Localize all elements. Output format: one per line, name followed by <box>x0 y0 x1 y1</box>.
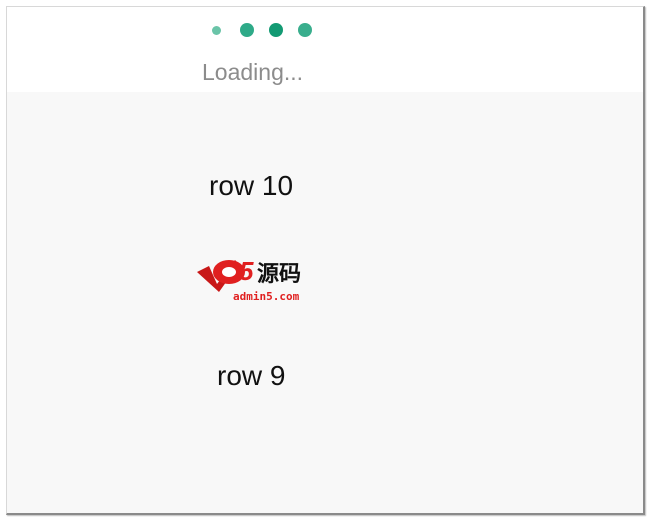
pull-to-refresh-loader: Loading... <box>7 7 643 92</box>
loading-dot-icon <box>240 23 254 37</box>
loading-dot-icon <box>269 23 283 37</box>
loading-dot-icon <box>212 26 221 35</box>
loading-dot-icon <box>298 23 312 37</box>
svg-text:源码: 源码 <box>257 262 301 287</box>
scroll-container[interactable]: Loading... row 10 5 源码 admin5.com row 9 <box>6 6 645 515</box>
loading-indicator <box>207 23 317 37</box>
list-item[interactable]: row 9 <box>217 360 286 391</box>
watermark-logo: 5 源码 admin5.com <box>195 250 340 305</box>
list-item[interactable]: row 10 <box>209 170 294 201</box>
svg-text:admin5.com: admin5.com <box>233 290 300 303</box>
svg-text:5: 5 <box>239 256 254 286</box>
a5-logo-icon: 5 源码 admin5.com <box>197 256 301 303</box>
loading-text: Loading... <box>202 59 304 85</box>
